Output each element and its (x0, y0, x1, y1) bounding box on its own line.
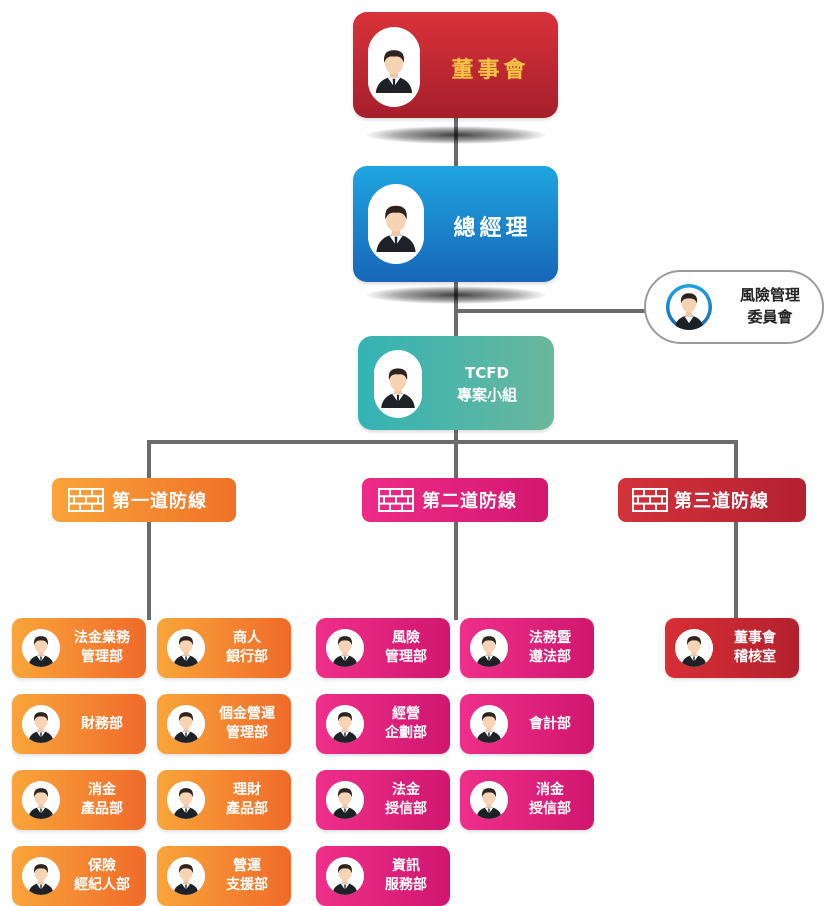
first-line-unit-node: 消金 產品部 (12, 770, 146, 830)
connector-horizontal (147, 440, 738, 444)
risk-committee-label: 風險管理 委員會 (739, 286, 800, 326)
first-line-unit-node: 理財 產品部 (157, 770, 291, 830)
third-line-header: 第三道防線 (618, 478, 806, 522)
brick-wall-icon (68, 488, 104, 512)
connector-third-line-up (734, 440, 738, 478)
second-line-label: 第二道防線 (422, 491, 517, 512)
person-avatar-icon (22, 705, 60, 743)
person-avatar-icon (470, 705, 508, 743)
first-line-unit-label: 法金業務 管理部 (74, 630, 130, 665)
second-line-unit-node: 會計部 (460, 694, 594, 754)
person-avatar-icon (167, 705, 205, 743)
person-avatar-icon (470, 629, 508, 667)
gm-box: 總經理 (353, 166, 558, 282)
second-line-unit-node: 消金 授信部 (460, 770, 594, 830)
first-line-unit-node: 商人 銀行部 (157, 618, 291, 678)
person-avatar-icon (326, 781, 364, 819)
first-line-unit-label: 理財 產品部 (226, 782, 268, 817)
first-line-unit-label: 財務部 (81, 715, 123, 732)
first-line-unit-label: 個金營運 管理部 (219, 706, 275, 741)
connector-third-line-down (734, 520, 738, 620)
tcfd-subtitle: 專案小組 (456, 386, 517, 404)
second-line-unit-label: 資訊 服務部 (385, 858, 427, 893)
second-line-unit-node: 風險 管理部 (316, 618, 450, 678)
tcfd-box: TCFD 專案小組 (358, 336, 554, 430)
connector-risk-committee (456, 309, 646, 313)
first-line-label: 第一道防線 (112, 491, 207, 512)
person-avatar-icon (666, 284, 712, 330)
person-avatar-icon (326, 857, 364, 895)
third-line-unit-label: 董事會 稽核室 (734, 630, 776, 665)
board-shadow (366, 126, 546, 144)
person-avatar-icon (22, 857, 60, 895)
person-avatar-icon (675, 629, 713, 667)
second-line-header: 第二道防線 (362, 478, 548, 522)
first-line-unit-node: 法金業務 管理部 (12, 618, 146, 678)
second-line-unit-label: 經營 企劃部 (385, 706, 427, 741)
board-title: 董事會 (451, 58, 530, 83)
second-line-unit-node: 法金 授信部 (316, 770, 450, 830)
brick-wall-icon (632, 488, 668, 512)
third-line-label: 第三道防線 (674, 491, 769, 512)
second-line-unit-node: 法務暨 遵法部 (460, 618, 594, 678)
person-avatar-icon (374, 350, 422, 418)
person-avatar-icon (167, 629, 205, 667)
second-line-unit-label: 會計部 (529, 715, 571, 732)
person-avatar-icon (470, 781, 508, 819)
person-avatar-icon (22, 781, 60, 819)
gm-shadow (366, 286, 546, 304)
connector-second-line-down (454, 520, 458, 620)
second-line-unit-label: 消金 授信部 (529, 782, 571, 817)
first-line-unit-node: 營運 支援部 (157, 846, 291, 906)
person-avatar-icon (167, 857, 205, 895)
board-box: 董事會 (353, 12, 558, 118)
first-line-unit-label: 商人 銀行部 (226, 630, 268, 665)
first-line-header: 第一道防線 (52, 478, 236, 522)
person-avatar-icon (368, 184, 424, 264)
first-line-unit-node: 個金營運 管理部 (157, 694, 291, 754)
connector-first-line-up (147, 440, 151, 478)
risk-committee-box: 風險管理 委員會 (644, 270, 824, 344)
first-line-unit-node: 保險 經紀人部 (12, 846, 146, 906)
person-avatar-icon (326, 705, 364, 743)
gm-title: 總經理 (453, 216, 532, 241)
connector-second-line-up (454, 440, 458, 478)
first-line-unit-label: 消金 產品部 (81, 782, 123, 817)
second-line-unit-label: 法務暨 遵法部 (529, 630, 571, 665)
first-line-unit-label: 保險 經紀人部 (74, 858, 130, 893)
second-line-unit-node: 經營 企劃部 (316, 694, 450, 754)
second-line-unit-node: 資訊 服務部 (316, 846, 450, 906)
person-avatar-icon (368, 27, 420, 107)
connector-tcfd-down (454, 430, 458, 442)
connector-first-line-down (147, 520, 151, 620)
second-line-unit-label: 風險 管理部 (385, 630, 427, 665)
person-avatar-icon (22, 629, 60, 667)
third-line-unit-node: 董事會 稽核室 (665, 618, 799, 678)
person-avatar-icon (167, 781, 205, 819)
first-line-unit-node: 財務部 (12, 694, 146, 754)
brick-wall-icon (378, 488, 414, 512)
tcfd-title: TCFD (465, 364, 509, 382)
person-avatar-icon (326, 629, 364, 667)
second-line-unit-label: 法金 授信部 (385, 782, 427, 817)
first-line-unit-label: 營運 支援部 (226, 858, 268, 893)
